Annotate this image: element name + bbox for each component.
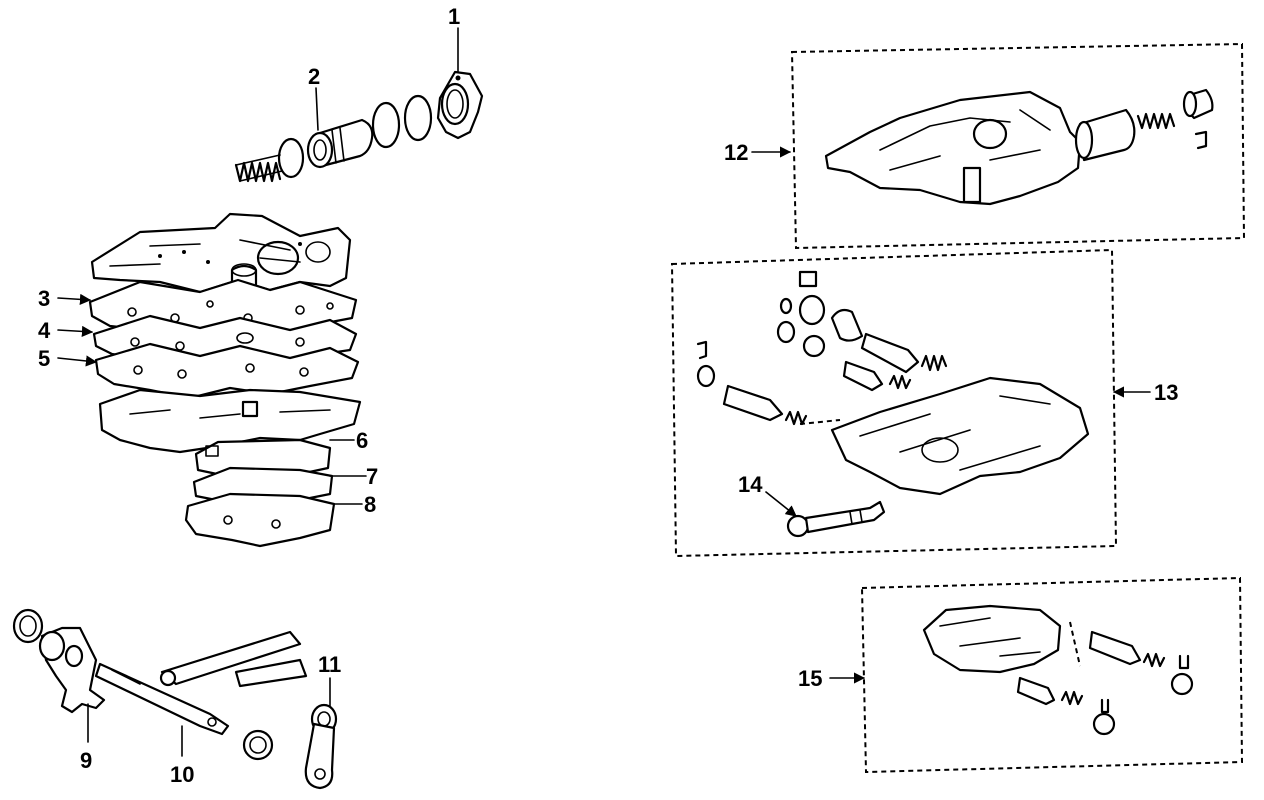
part-9-detent-lever [12,608,106,714]
callout-6: 6 [356,428,368,453]
callout-8: 8 [364,492,376,517]
callout-12: 12 [724,140,748,165]
gasket-5 [94,342,360,400]
part-1-cover [436,70,484,140]
callout-15: 15 [798,666,822,691]
callout-9: 9 [80,748,92,773]
callout-13: 13 [1154,380,1178,405]
box-13-assembly [670,248,1118,558]
leader-lines [57,27,1151,757]
box-12-assembly [790,42,1246,250]
seal-rings [277,94,433,179]
part-14-bolt [786,500,886,538]
callout-2: 2 [308,64,320,89]
box-15-assembly [860,576,1244,774]
callout-14: 14 [738,472,763,497]
callout-10: 10 [170,762,194,787]
callout-4: 4 [38,318,51,343]
plate-8 [184,492,336,548]
callout-7: 7 [366,464,378,489]
callout-1: 1 [448,4,460,29]
part-11-link [304,703,338,790]
part-10-manual-shaft [94,630,308,761]
spring-top [234,154,283,183]
callout-3: 3 [38,286,50,311]
lower-valve-body [98,388,362,454]
callout-11: 11 [318,652,341,677]
callout-5: 5 [38,346,50,371]
part-2-sleeve [306,118,374,169]
